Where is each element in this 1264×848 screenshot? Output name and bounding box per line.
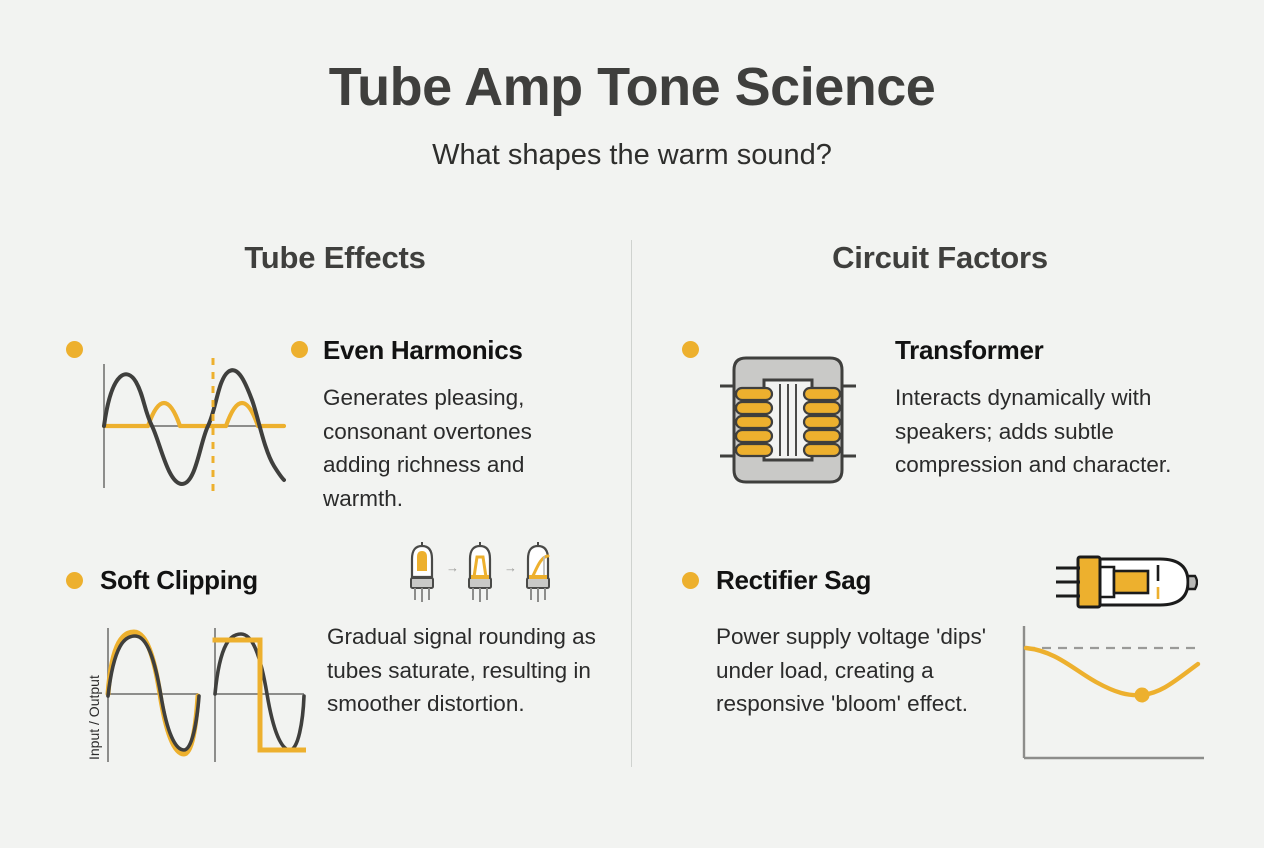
column-tube-effects: Tube Effects bbox=[40, 240, 620, 276]
tube-stage-arrow-1: → bbox=[446, 560, 459, 575]
column-divider bbox=[631, 240, 632, 767]
bullet-rectifier-sag bbox=[682, 572, 699, 589]
item-body-even-harmonics: Generates pleasing, consonant overtones … bbox=[323, 385, 532, 511]
item-title-rectifier-sag: Rectifier Sag bbox=[716, 565, 872, 595]
bullet-transformer bbox=[682, 341, 699, 358]
item-body-soft-clipping: Gradual signal rounding as tubes saturat… bbox=[327, 624, 596, 716]
figure-rectifier-sag-curve bbox=[1022, 626, 1204, 760]
figure-tube-stages: → → bbox=[410, 542, 550, 602]
tube-stage-arrow-2: → bbox=[504, 560, 517, 575]
figure-soft-clipping-waves bbox=[105, 628, 306, 762]
sag-marker-dot bbox=[1134, 687, 1150, 703]
column-circuit-factors: Circuit Factors bbox=[650, 240, 1230, 276]
column-heading-tube-effects: Tube Effects bbox=[244, 240, 426, 275]
figure-transformer-icon bbox=[720, 356, 856, 484]
page-subtitle: What shapes the warm sound? bbox=[432, 139, 832, 172]
item-body-rectifier-sag: Power supply voltage 'dips' under load, … bbox=[716, 624, 986, 716]
figure-even-harmonics-wave bbox=[101, 358, 286, 492]
header: Tube Amp Tone Science What shapes the wa… bbox=[0, 57, 1264, 172]
bullet-even-harmonics-left bbox=[66, 341, 83, 358]
item-body-transformer: Interacts dynamically with speakers; add… bbox=[895, 385, 1172, 477]
bullet-soft-clipping bbox=[66, 572, 83, 589]
page-title: Tube Amp Tone Science bbox=[328, 57, 936, 117]
tube-stage-1 bbox=[410, 542, 434, 602]
figure-rectifier-tube-icon bbox=[1056, 555, 1198, 609]
tube-stage-3 bbox=[526, 542, 550, 602]
item-title-even-harmonics: Even Harmonics bbox=[323, 335, 523, 365]
column-heading-circuit-factors: Circuit Factors bbox=[832, 240, 1048, 275]
item-title-soft-clipping: Soft Clipping bbox=[100, 565, 258, 595]
tube-stage-2 bbox=[468, 542, 492, 602]
bullet-even-harmonics bbox=[291, 341, 308, 358]
item-title-transformer: Transformer bbox=[895, 335, 1044, 365]
